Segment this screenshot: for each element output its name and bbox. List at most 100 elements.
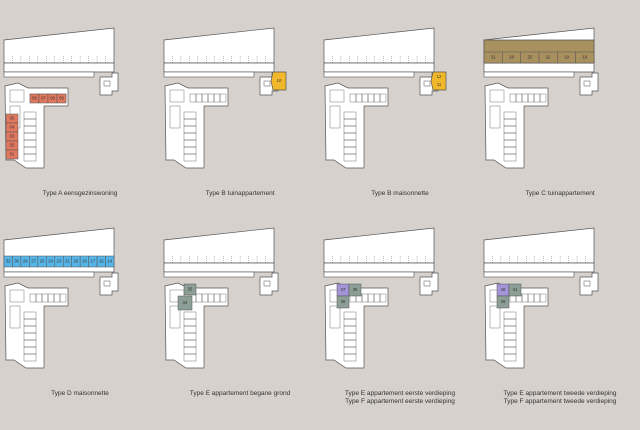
unit-label: 37 [341,287,346,292]
street-strip [163,271,255,278]
street-strip [483,271,575,278]
unit-label: 31 [491,55,496,60]
unit-label: 14 [107,259,112,264]
site-plan: 40 41 39 [483,227,599,369]
main-complex [484,82,549,169]
interior-room [9,89,25,103]
interior-room [489,305,501,329]
unit-label: 29 [23,259,28,264]
interior-room [489,105,501,129]
interior-room [169,89,185,103]
unit-label: 36 [353,287,358,292]
unit-label: 08 [50,96,55,101]
street-strip [483,71,575,78]
north-block-roof [163,227,275,264]
type-b-unit [430,71,447,91]
unit-label: 03 [10,134,15,139]
north-block-roof [323,227,435,264]
unit-label: 05 [10,116,15,121]
north-block-facade [323,262,435,273]
east-pavilion [99,72,119,96]
type-e-unit [183,283,197,296]
unit-label: 17 [91,259,96,264]
unit-label: 25 [527,55,532,60]
unit-label: 26 [40,259,45,264]
interior-room [9,305,21,329]
type-b-unit [270,71,287,91]
east-pavilion-core [423,280,431,287]
unit-label: 19 [564,55,569,60]
east-pavilion-core [423,80,431,87]
type-e-unit [496,295,510,309]
interior-room [503,353,517,362]
north-block-roof [483,227,595,264]
type-e-unit [348,283,362,297]
street-strip [323,71,415,78]
north-block-facade [3,62,115,73]
east-pavilion [99,272,119,296]
east-pavilion [419,272,439,296]
unit-label: 15 [99,259,104,264]
panel-caption: Type C tuinappartement [525,190,595,197]
interior-room [329,105,341,129]
panel-caption: Type F appartement tweede verdieping [503,398,617,405]
unit-label: 04 [10,125,15,130]
east-pavilion-core [263,280,271,287]
unit-label: 10 [277,78,282,83]
interior-room [183,153,197,162]
interior-room [343,353,357,362]
unit-label: 23 [57,259,62,264]
panel-caption: Type E appartement begane grond [189,390,291,397]
interior-room [183,353,197,362]
panel-caption: Type B tuinappartement [205,190,275,197]
panel-caption: Type A eensgezinswoning [42,190,118,197]
interior-room [23,353,37,362]
interior-room [379,293,387,303]
unit-label: 39 [501,299,506,304]
east-pavilion-core [103,280,111,287]
main-complex [164,282,229,369]
unit-label: 40 [501,287,506,292]
street-strip [3,271,95,278]
unit-label: 09 [59,96,64,101]
unit-label: 41 [513,287,518,292]
north-block-facade [483,262,595,273]
east-pavilion-core [583,80,591,87]
main-complex [324,82,389,169]
type-e-unit [177,295,193,311]
interior-room [489,89,505,103]
north-block-roof [163,27,275,64]
interior-room [503,153,517,162]
unit-label: 28 [509,55,514,60]
unit-label: 21 [65,259,70,264]
east-pavilion [579,272,599,296]
type-e-unit [508,283,522,297]
north-block-roof [323,27,435,64]
type-e-unit [336,295,350,309]
type-a-unit [56,93,67,104]
interior-room [23,153,37,162]
panel-caption: Type F appartement eerste verdieping [345,398,455,405]
interior-room [219,93,227,103]
east-pavilion [259,272,279,296]
interior-room [219,293,227,303]
unit-label: 22 [546,55,551,60]
floorplan-drawing: 40 41 39 [483,227,599,369]
unit-label: 30 [14,259,19,264]
